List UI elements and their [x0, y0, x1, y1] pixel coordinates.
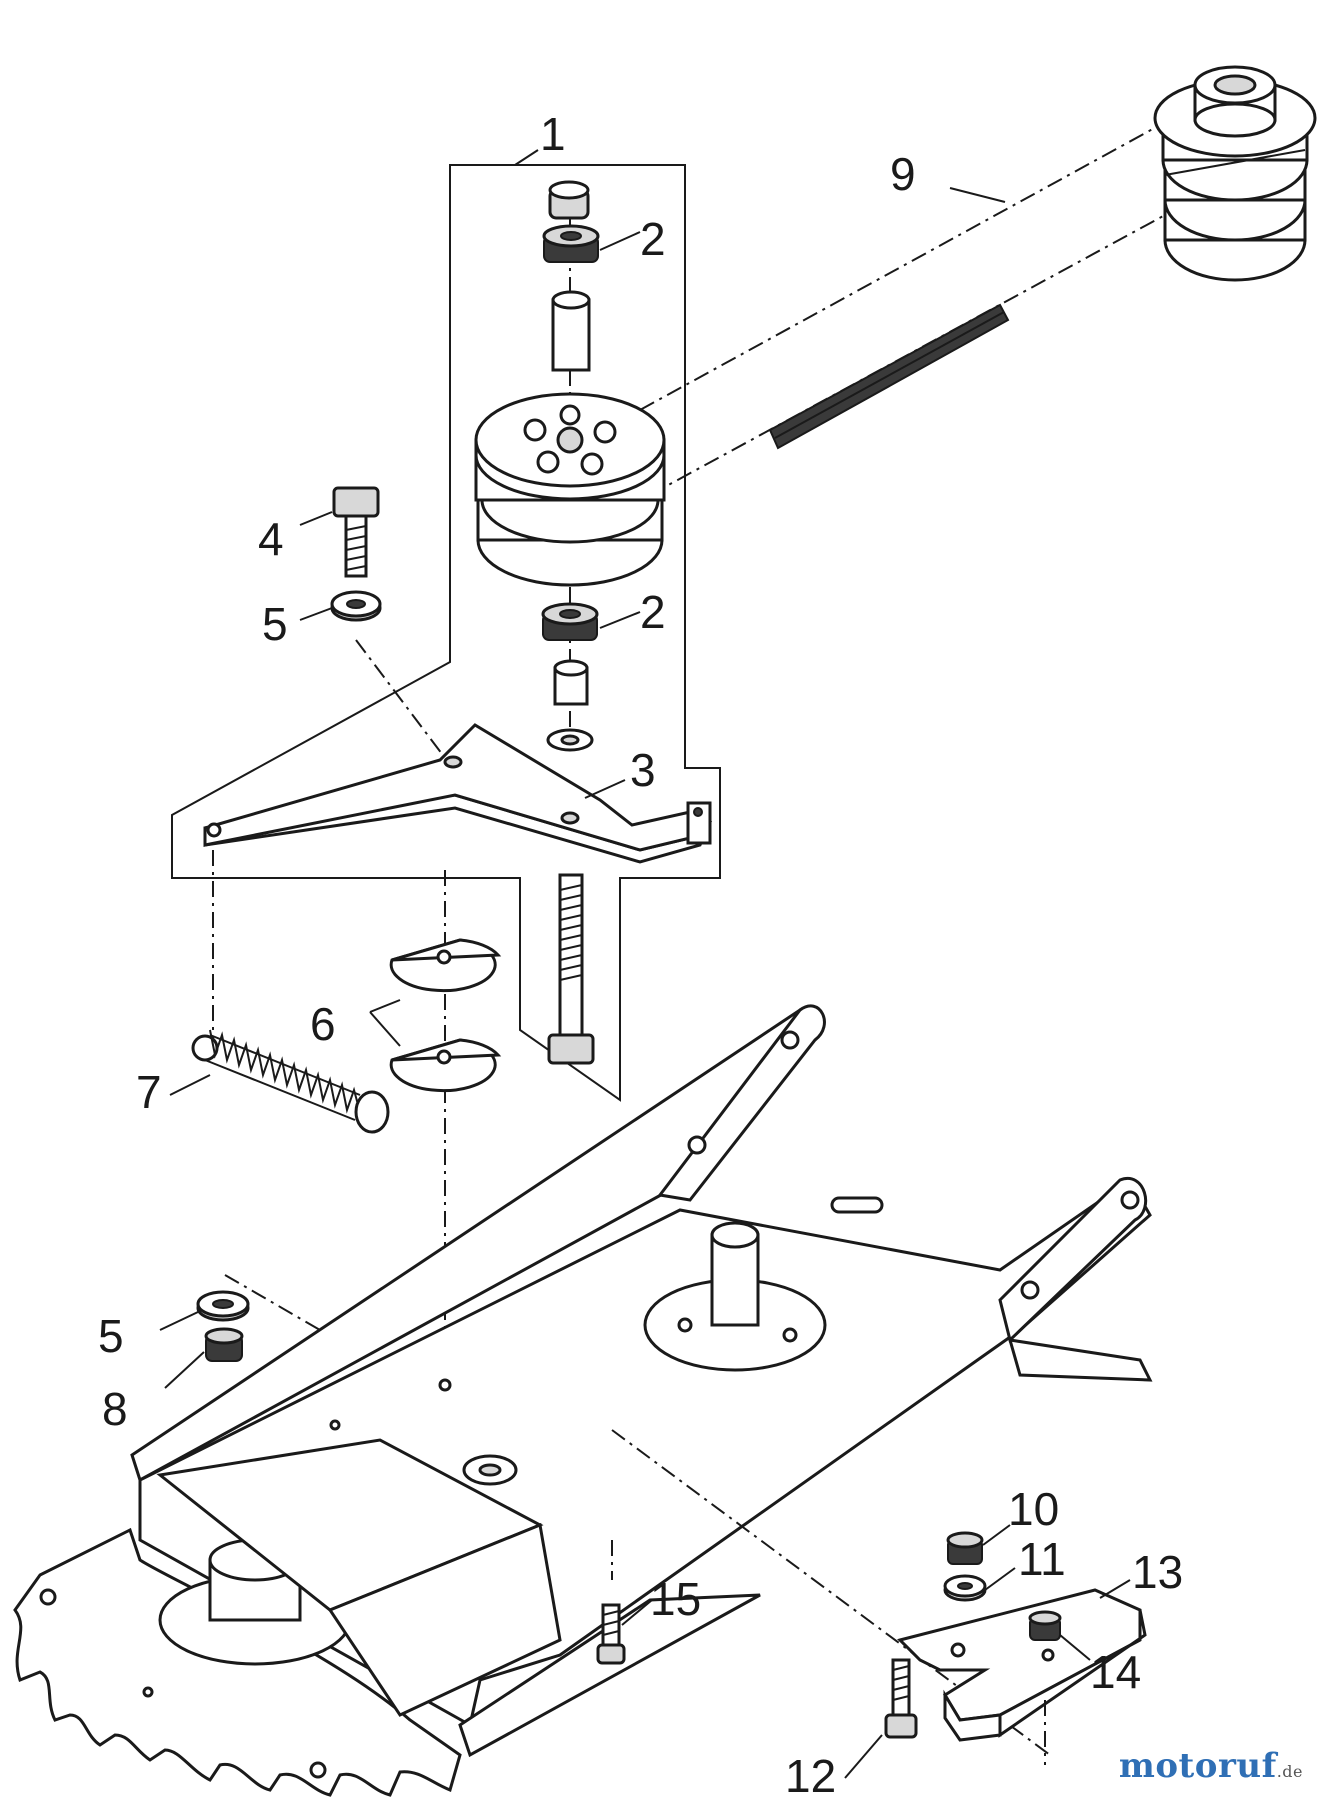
callout-10: 10 — [1008, 1483, 1059, 1535]
nut-part-14 — [1028, 1610, 1062, 1641]
nut-part-8 — [204, 1327, 244, 1362]
callout-6: 6 — [310, 998, 336, 1050]
leader-5b — [159, 1311, 199, 1331]
washer-part-5-upper — [330, 590, 382, 622]
leader-3 — [584, 779, 626, 799]
friction-disc-lower — [389, 1038, 502, 1093]
callout-5-upper: 5 — [262, 598, 288, 650]
bearing-part-2-upper — [542, 224, 600, 263]
friction-disc-upper — [389, 938, 502, 993]
washer-lower — [546, 728, 594, 752]
callout-11: 11 — [1018, 1533, 1066, 1585]
callout-8: 8 — [102, 1383, 128, 1435]
leader-1 — [514, 149, 539, 166]
watermark-main: motoruf — [1118, 1746, 1277, 1786]
callout-13: 13 — [1132, 1546, 1183, 1598]
callout-2-lower: 2 — [640, 586, 666, 638]
spacer-lower — [553, 659, 589, 706]
nut-part-10 — [946, 1531, 984, 1565]
idler-pulley — [474, 392, 666, 587]
belt-line-upper — [639, 124, 1161, 411]
callout-15: 15 — [650, 1573, 701, 1625]
nut-8-axis — [224, 1274, 321, 1331]
watermark-logo: motoruf.de — [1119, 1746, 1303, 1786]
callout-12: 12 — [785, 1750, 836, 1800]
belt-part-9 — [768, 303, 1010, 450]
callout-14: 14 — [1090, 1646, 1141, 1698]
washer-part-11 — [943, 1574, 987, 1602]
assembly-1-outline — [171, 164, 721, 1102]
leader-11 — [984, 1567, 1016, 1591]
bracket-part-13 — [897, 1588, 1147, 1742]
top-nut — [548, 180, 590, 220]
leader-14 — [1059, 1634, 1091, 1661]
leader-4 — [299, 511, 333, 526]
bolt-part-12 — [884, 1658, 918, 1739]
drive-pulley-top-right — [1153, 65, 1317, 282]
washer-5-axis — [355, 639, 446, 759]
spring-part-7 — [191, 1029, 390, 1134]
watermark-suffix: .de — [1276, 1762, 1303, 1781]
leader-2a — [599, 231, 641, 251]
washer-part-5-lower — [196, 1290, 250, 1322]
leader-10 — [982, 1524, 1011, 1546]
leader-7 — [169, 1074, 211, 1096]
callout-1: 1 — [540, 108, 566, 160]
deck-pivot-dash — [611, 1429, 1051, 1756]
callout-2-upper: 2 — [640, 213, 666, 265]
bolt-part-4 — [332, 486, 380, 578]
callout-7: 7 — [136, 1066, 162, 1118]
bearing-part-2-lower — [541, 602, 599, 641]
bolt-part-15 — [596, 1603, 626, 1665]
tension-arm-bracket-part-3 — [203, 723, 713, 864]
leader-15 — [621, 1599, 653, 1626]
leader-5a — [299, 607, 333, 621]
callout-3: 3 — [630, 744, 656, 796]
stud-bolt — [547, 873, 595, 1065]
callout-9: 9 — [890, 148, 916, 200]
callout-4: 4 — [258, 513, 284, 565]
leader-9 — [949, 187, 1006, 203]
callout-5-lower: 5 — [98, 1310, 124, 1362]
blade-plate — [13, 1438, 761, 1797]
disc-6-leader — [369, 999, 401, 1047]
leader-8 — [164, 1351, 205, 1389]
leader-12 — [844, 1734, 883, 1779]
leader-2b — [599, 611, 641, 629]
leader-13 — [1099, 1579, 1131, 1599]
spacer-sleeve-upper — [551, 290, 591, 372]
